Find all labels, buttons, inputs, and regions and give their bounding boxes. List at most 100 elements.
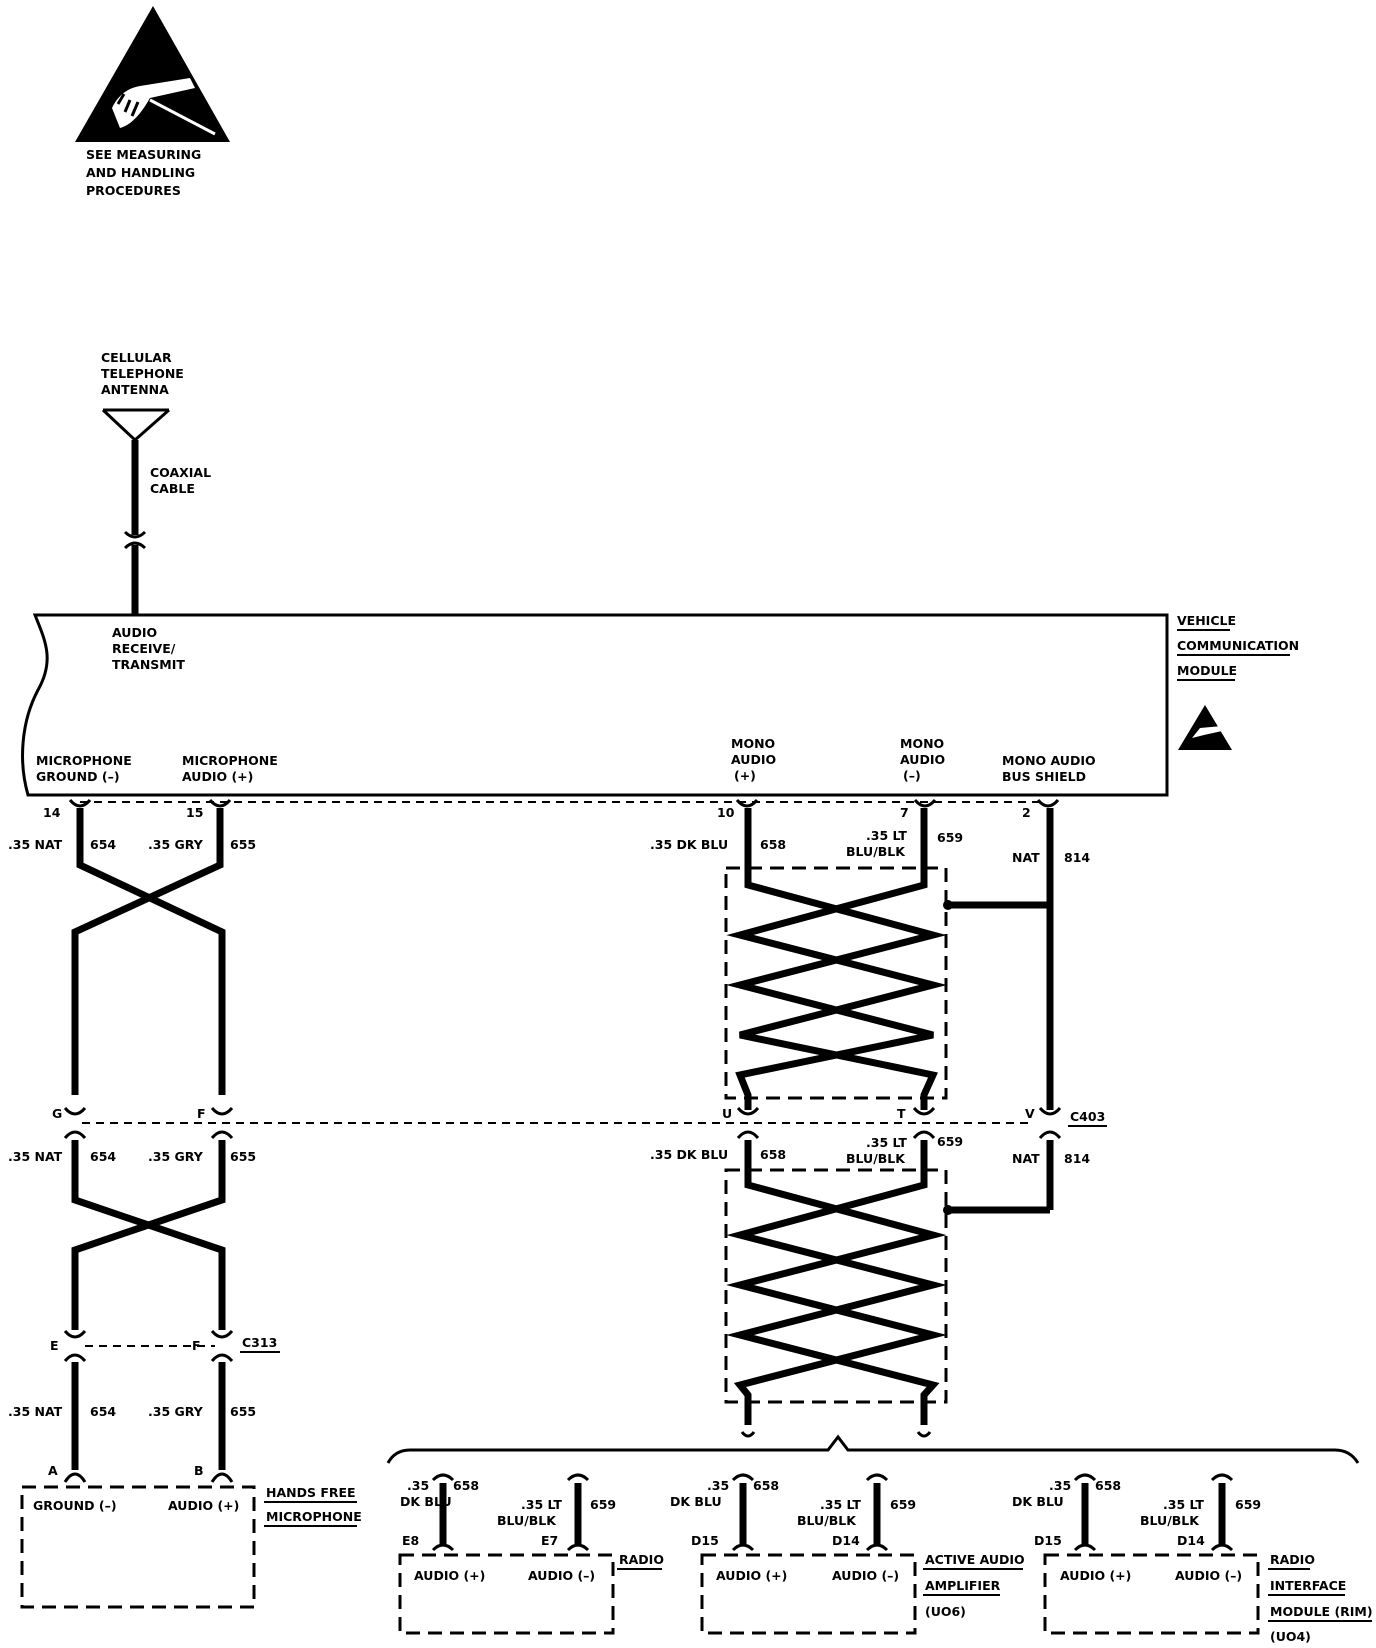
w659-circuit-1: 659 bbox=[937, 830, 963, 845]
pin-num-14: 14 bbox=[43, 805, 61, 820]
rim-name-2: INTERFACE bbox=[1270, 1578, 1346, 1593]
mono-twist-2 bbox=[726, 1140, 947, 1425]
pin-num-15: 15 bbox=[186, 805, 203, 820]
c403-pin-v: V bbox=[1025, 1106, 1035, 1121]
pin-label-mic-ground-1: MICROPHONE bbox=[36, 753, 132, 768]
w659-gauge-2a: .35 LT bbox=[866, 1135, 907, 1150]
c403-hooks bbox=[63, 1106, 1062, 1140]
vcm-name-2: COMMUNICATION bbox=[1177, 638, 1299, 653]
radio-drop bbox=[431, 1473, 590, 1552]
pin-label-mic-audio-2: AUDIO (+) bbox=[182, 769, 253, 784]
c313-pin-f: F bbox=[192, 1338, 201, 1353]
mic-audio-label: AUDIO (+) bbox=[168, 1498, 239, 1513]
pin-label-mono-plus-3: (+) bbox=[734, 768, 756, 783]
radio-circuit-b: 659 bbox=[590, 1497, 616, 1512]
radio-gauge-b: DK BLU bbox=[400, 1494, 452, 1509]
wire-break-ticks bbox=[740, 1431, 932, 1438]
w654-gauge-3: .35 NAT bbox=[8, 1404, 63, 1419]
rim-audio-minus: AUDIO (–) bbox=[1175, 1568, 1242, 1583]
mic-pin-hooks bbox=[63, 1472, 234, 1483]
pin-label-shield-2: BUS SHIELD bbox=[1002, 769, 1086, 784]
amp-drop bbox=[731, 1473, 889, 1552]
w655-gauge-2: .35 GRY bbox=[148, 1149, 204, 1164]
w655-circuit-3: 655 bbox=[230, 1404, 256, 1419]
pin-num-2: 2 bbox=[1022, 805, 1031, 820]
amp-circuit-b: 659 bbox=[890, 1497, 916, 1512]
c403-pin-g: G bbox=[52, 1106, 62, 1121]
pin-label-shield-1: MONO AUDIO bbox=[1002, 753, 1096, 768]
w658-gauge-1: .35 DK BLU bbox=[650, 837, 728, 852]
rim-gauge-c1: .35 LT bbox=[1163, 1497, 1204, 1512]
pin-label-mono-minus-1: MONO bbox=[900, 736, 944, 751]
warning-line-1: SEE MEASURING bbox=[86, 147, 201, 162]
coax-connector bbox=[123, 530, 147, 550]
shield-box-2 bbox=[724, 1168, 948, 1404]
amp-box bbox=[700, 1553, 917, 1635]
amp-pin-2: D14 bbox=[832, 1533, 860, 1548]
w814-gauge-1: NAT bbox=[1012, 850, 1040, 865]
rim-box bbox=[1043, 1553, 1260, 1635]
amp-gauge-a: .35 bbox=[707, 1478, 729, 1493]
amp-gauge-c1: .35 LT bbox=[820, 1497, 861, 1512]
terminal-label-2: RECEIVE/ bbox=[112, 641, 176, 656]
pin-label-mono-minus-3: (–) bbox=[903, 768, 921, 783]
amp-circuit-a: 658 bbox=[753, 1478, 779, 1493]
vcm-name-1: VEHICLE bbox=[1177, 613, 1236, 628]
rim-pin-1: D15 bbox=[1034, 1533, 1062, 1548]
w654-gauge-2: .35 NAT bbox=[8, 1149, 63, 1164]
mic-name-2: MICROPHONE bbox=[266, 1509, 362, 1524]
w655-gauge-3: .35 GRY bbox=[148, 1404, 204, 1419]
rim-name-3: MODULE (RIM) bbox=[1270, 1604, 1373, 1619]
w655-circuit-1: 655 bbox=[230, 837, 256, 852]
w658-circuit-1: 658 bbox=[760, 837, 786, 852]
radio-gauge-c2: BLU/BLK bbox=[497, 1513, 557, 1528]
c313-name: C313 bbox=[242, 1335, 277, 1350]
radio-gauge-c1: .35 LT bbox=[521, 1497, 562, 1512]
rim-gauge-c2: BLU/BLK bbox=[1140, 1513, 1200, 1528]
rim-circuit-b: 659 bbox=[1235, 1497, 1261, 1512]
amp-name-2: AMPLIFIER bbox=[925, 1578, 1001, 1593]
amp-name-1: ACTIVE AUDIO bbox=[925, 1552, 1025, 1567]
warning-line-2: AND HANDLING bbox=[86, 165, 195, 180]
mono-twist-1 bbox=[726, 808, 947, 1110]
w654-circuit-2: 654 bbox=[90, 1149, 116, 1164]
rim-drop bbox=[1073, 1473, 1234, 1552]
radio-circuit-a: 658 bbox=[453, 1478, 479, 1493]
w659-gauge-1a: .35 LT bbox=[866, 828, 907, 843]
c403-pin-t: T bbox=[897, 1106, 906, 1121]
coax-label-2: CABLE bbox=[150, 481, 195, 496]
vcm-module-box bbox=[21, 613, 1169, 797]
mic-ground-label: GROUND (–) bbox=[33, 1498, 117, 1513]
terminal-label-3: TRANSMIT bbox=[112, 657, 185, 672]
rim-gauge-b: DK BLU bbox=[1012, 1494, 1064, 1509]
antenna-label-2: TELEPHONE bbox=[101, 366, 184, 381]
c313-pin-e: E bbox=[50, 1338, 59, 1353]
radio-box bbox=[398, 1553, 615, 1635]
radio-pin-1: E8 bbox=[402, 1533, 419, 1548]
c403-pin-f: F bbox=[197, 1106, 206, 1121]
antenna-icon bbox=[101, 408, 170, 443]
w654-circuit-1: 654 bbox=[90, 837, 116, 852]
mic-pin-b: B bbox=[194, 1463, 204, 1478]
twist-1-lower bbox=[71, 932, 226, 1095]
pin-label-mic-ground-2: GROUND (–) bbox=[36, 769, 120, 784]
shield-drain-2 bbox=[943, 1140, 1054, 1215]
rim-audio-plus: AUDIO (+) bbox=[1060, 1568, 1131, 1583]
radio-name: RADIO bbox=[619, 1552, 664, 1567]
rim-name-1: RADIO bbox=[1270, 1552, 1315, 1567]
amp-code: (UO6) bbox=[925, 1604, 966, 1619]
w814-circuit-2: 814 bbox=[1064, 1151, 1090, 1166]
terminal-label-1: AUDIO bbox=[112, 625, 157, 640]
w659-gauge-1b: BLU/BLK bbox=[846, 844, 906, 859]
w814-circuit-1: 814 bbox=[1064, 850, 1090, 865]
rim-gauge-a: .35 bbox=[1049, 1478, 1071, 1493]
mic-name-1: HANDS FREE bbox=[266, 1485, 356, 1500]
rim-circuit-a: 658 bbox=[1095, 1478, 1121, 1493]
w654-gauge-1: .35 NAT bbox=[8, 837, 63, 852]
shield-box-1 bbox=[724, 866, 948, 1100]
esd-warning-icon bbox=[75, 6, 230, 142]
radio-audio-plus: AUDIO (+) bbox=[414, 1568, 485, 1583]
wire-654-segment-1 bbox=[76, 808, 226, 975]
pin-num-7: 7 bbox=[900, 805, 909, 820]
